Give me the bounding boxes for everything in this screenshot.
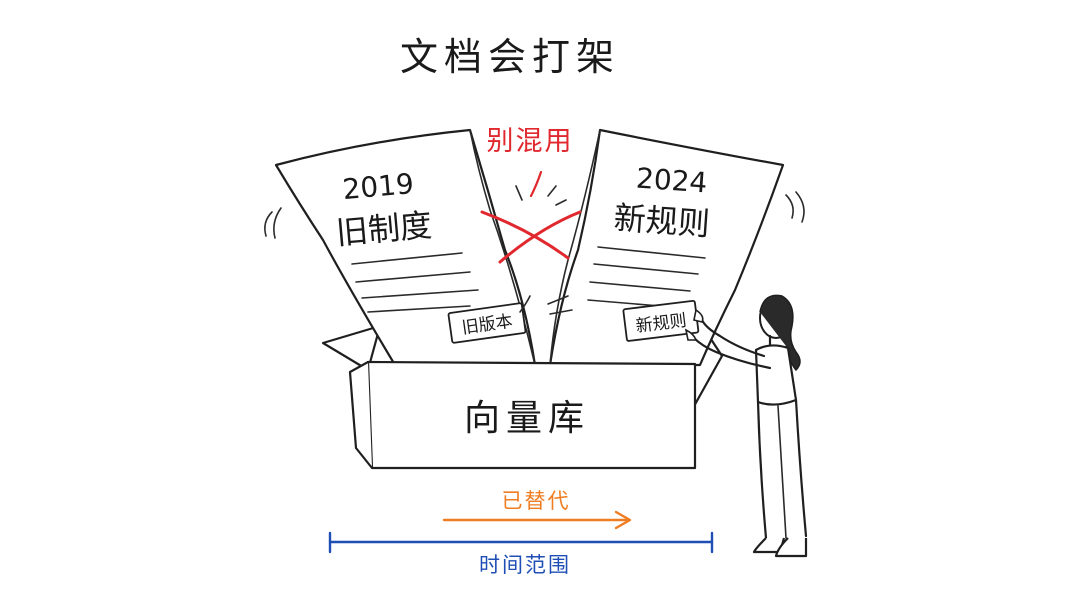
person-hand <box>684 328 698 341</box>
replaced-label: 已替代 <box>502 489 571 513</box>
text-line <box>587 299 661 307</box>
person-leg <box>756 400 768 540</box>
spark-mark <box>547 185 557 197</box>
person-shoe <box>752 537 786 554</box>
box-left-flap <box>321 324 382 372</box>
warning-stroke <box>529 170 543 198</box>
motion-mark <box>795 191 805 223</box>
replaced-arrow-head <box>614 510 632 530</box>
new-document-sheet <box>548 128 785 367</box>
old-version-tag-frame <box>447 302 527 344</box>
new-rule-tag: 新规则 <box>622 299 700 342</box>
new-document: 2024 新规则 新规则 <box>548 128 785 367</box>
old-document-year: 2019 <box>341 167 415 206</box>
motion-mark <box>273 207 282 239</box>
old-document: 2019 旧制度 旧版本 <box>274 128 537 367</box>
person-hand <box>693 308 704 323</box>
text-line <box>593 263 699 275</box>
box-side <box>348 361 373 469</box>
motion-mark <box>264 211 273 237</box>
diagram-title: 文档会打架 <box>400 35 620 79</box>
text-line <box>597 246 706 259</box>
text-line <box>355 271 471 283</box>
box-label: 向量库 <box>464 398 590 439</box>
old-document-name: 旧制度 <box>335 206 434 252</box>
text-line <box>361 289 479 299</box>
new-document-year: 2024 <box>635 162 708 200</box>
cross-mark <box>480 210 570 260</box>
timeline-label: 时间范围 <box>479 553 571 577</box>
person-arm-upper <box>700 318 766 358</box>
new-document-name: 新规则 <box>613 199 711 244</box>
motion-mark <box>549 309 573 315</box>
motion-mark <box>547 295 569 305</box>
text-line <box>351 252 463 265</box>
warning-label: 别混用 <box>487 126 574 157</box>
person-arm-lower <box>692 336 772 370</box>
person-leg <box>794 398 808 538</box>
text-line <box>589 281 691 292</box>
spark-mark <box>515 185 523 201</box>
motion-mark <box>785 194 794 219</box>
person-shoe <box>774 537 808 558</box>
new-document-fold <box>549 129 601 366</box>
spark-mark <box>555 199 567 206</box>
text-line <box>367 305 471 313</box>
tag-string <box>519 295 531 313</box>
person-leg-seam <box>777 405 787 539</box>
cross-mark <box>498 210 582 264</box>
person-figure <box>684 294 808 558</box>
person-hair <box>759 294 801 372</box>
old-version-tag: 旧版本 <box>447 302 527 344</box>
